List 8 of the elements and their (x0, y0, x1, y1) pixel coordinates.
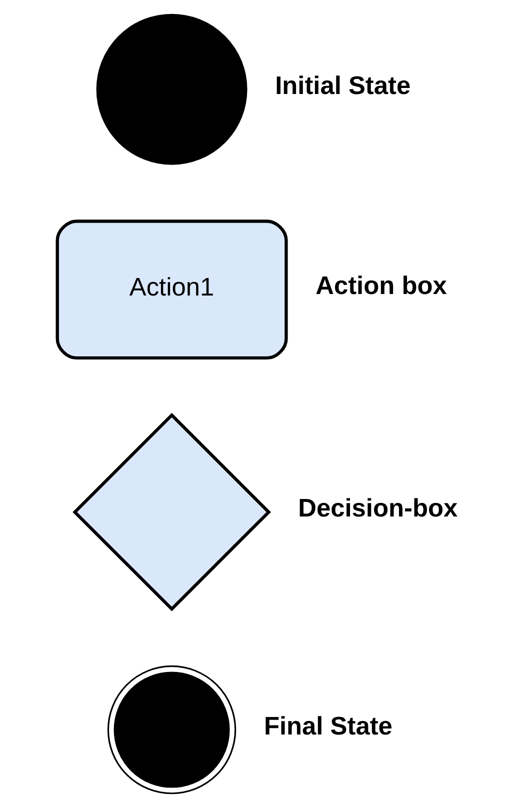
node-label: Final State (264, 712, 392, 740)
node-label: Decision-box (298, 494, 458, 523)
node-circle (96, 14, 248, 165)
node-circle (107, 665, 236, 794)
node-box: Action1 (56, 220, 288, 360)
node-label: Action box (316, 272, 447, 300)
node-label: Initial State (275, 72, 411, 100)
node-diamond (72, 412, 271, 612)
